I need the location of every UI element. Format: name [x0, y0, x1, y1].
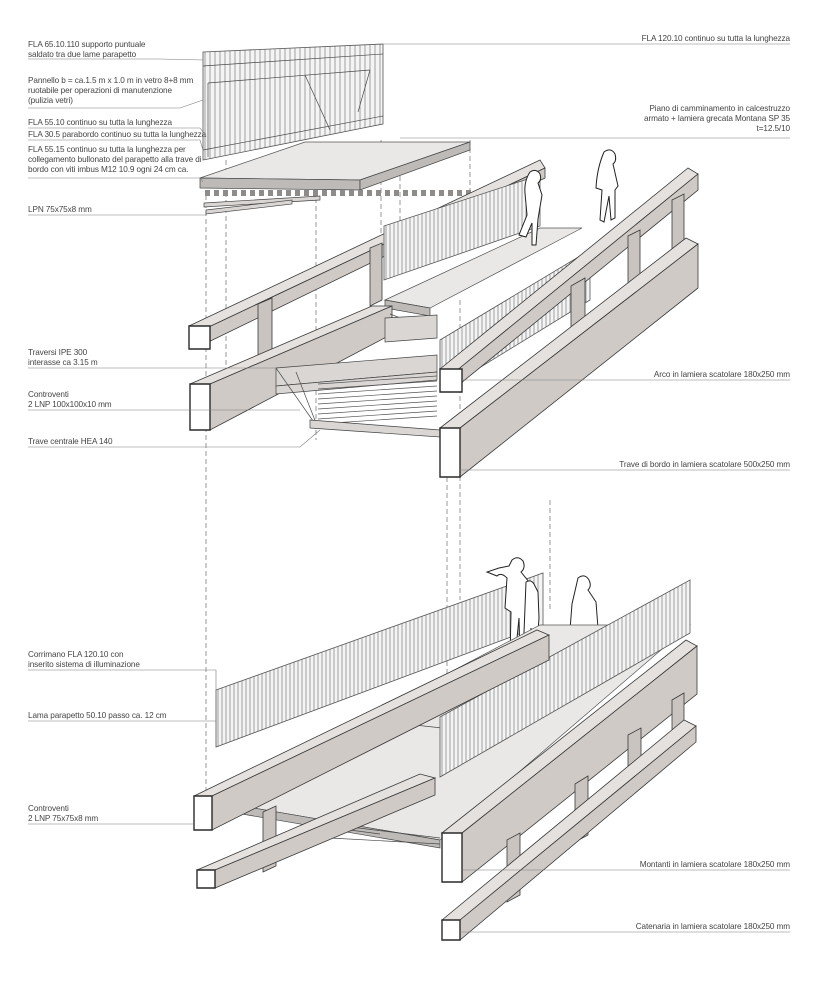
deck-corrugation [466, 190, 471, 196]
edge-beam-left-assembled [193, 629, 550, 831]
label-traversi: Traversi IPE 300 interasse ca 3.15 m [28, 348, 98, 368]
deck-corrugation [430, 190, 435, 196]
label-trave-bordo: Trave di bordo in lamiera scatolare 500x… [619, 460, 790, 469]
deck-corrugation [322, 190, 327, 196]
deck-corrugation [340, 190, 345, 196]
deck-grating-line [317, 380, 438, 390]
deck-corrugation [376, 190, 381, 196]
deck-corrugation [232, 190, 237, 196]
deck-grating-line [317, 395, 438, 405]
deck-corrugation [214, 190, 219, 196]
label-fla-30-5: FLA 30.5 parabordo continuo su tutta la … [28, 130, 207, 139]
edge-beam-right [438, 237, 699, 478]
post-left-2 [369, 242, 383, 307]
label-pannello: Pannello b = ca.1.5 m x 1.0 m in vetro 8… [28, 76, 194, 106]
label-trave-centrale: Trave centrale HEA 140 [28, 437, 113, 446]
deck-corrugation [403, 190, 408, 196]
label-catenaria: Catenaria in lamiera scatolare 180x250 m… [635, 922, 790, 931]
deck-corrugation [421, 190, 426, 196]
label-arco: Arco in lamiera scatolare 180x250 mm [653, 370, 790, 379]
edge-beam-right-assembled [440, 639, 698, 883]
deck-grating-line [317, 385, 438, 395]
lpn-bracket [203, 195, 321, 215]
railing-back-assembled [215, 572, 544, 748]
label-controventi-1: Controventi 2 LNP 100x100x10 mm [28, 390, 112, 410]
deck-corrugation [304, 190, 309, 196]
deck-corrugation [439, 190, 444, 196]
label-controventi-2: Controventi 2 LNP 75x75x8 mm [28, 804, 99, 824]
label-lama: Lama parapetto 50.10 passo ca. 12 cm [28, 711, 167, 720]
label-corrimano: Corrimano FLA 120.10 con inserito sistem… [28, 650, 140, 670]
deck-slab-exploded [199, 141, 471, 196]
deck-grating-line [317, 410, 438, 420]
cross-bracing-middle [275, 313, 441, 438]
catenary-left [196, 773, 437, 889]
leader-lines [28, 43, 790, 933]
deck-corrugation [295, 190, 300, 196]
deck-corrugation [331, 190, 336, 196]
arch-beam-right [439, 167, 699, 393]
deck-grating-line [317, 390, 438, 400]
railing-front-assembled [439, 579, 691, 778]
label-lpn-75: LPN 75x75x8 mm [28, 205, 92, 214]
deck-corrugation [358, 190, 363, 196]
deck-corrugation [385, 190, 390, 196]
deck-corrugation [448, 190, 453, 196]
glass-railing-panel [202, 43, 384, 161]
deck-corrugation [223, 190, 228, 196]
deck-corrugation [268, 190, 273, 196]
people-middle [518, 149, 619, 246]
deck-corrugation [250, 190, 255, 196]
deck-corrugation [412, 190, 417, 196]
deck-grating-line [317, 400, 438, 410]
label-fla-55-10: FLA 55.10 continuo su tutta la lunghezza [28, 118, 172, 127]
deck-corrugation [259, 190, 264, 196]
deck-grating-line [317, 375, 438, 385]
deck-corrugation [241, 190, 246, 196]
deck-corrugation [286, 190, 291, 196]
deck-grating-line [317, 405, 438, 415]
label-fla-55-15: FLA 55.15 continuo su tutta la lunghezza… [28, 145, 202, 175]
deck-corrugation [349, 190, 354, 196]
deck-corrugation [277, 190, 282, 196]
label-fla-65-10-110: FLA 65.10.110 supporto puntuale saldato … [28, 40, 146, 60]
deck-middle [383, 227, 583, 317]
deck-corrugation [205, 190, 210, 196]
label-montanti: Montanti in lamiera scatolare 180x250 mm [639, 860, 790, 869]
deck-corrugation [313, 190, 318, 196]
deck-corrugation [457, 190, 462, 196]
label-fla-120-10: FLA 120.10 continuo su tutta la lunghezz… [641, 34, 790, 43]
label-piano: Piano di camminamento in calcestruzzo ar… [643, 104, 790, 134]
deck-corrugation [367, 190, 372, 196]
deck-corrugation [394, 190, 399, 196]
